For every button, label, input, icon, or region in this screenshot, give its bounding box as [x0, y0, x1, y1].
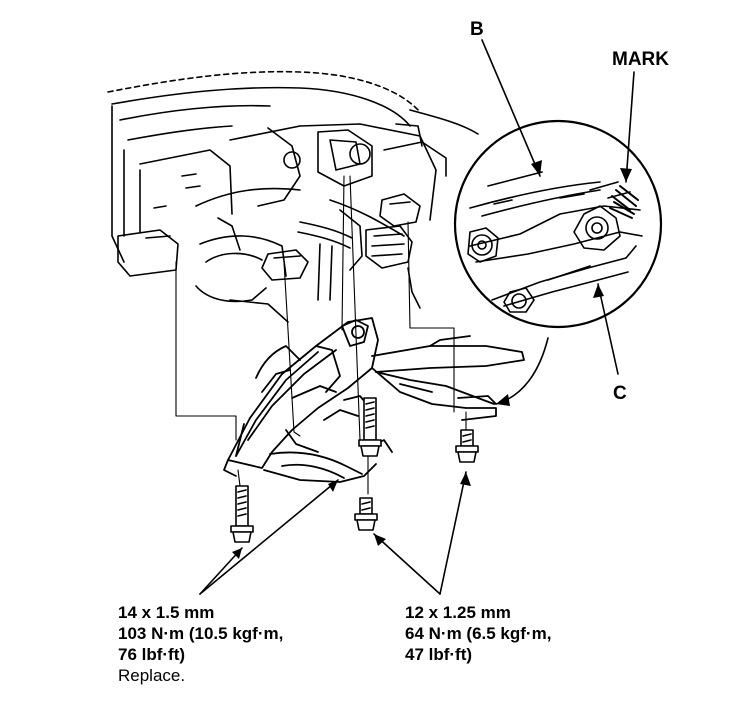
alignment-lines [175, 175, 467, 495]
bolt-center-14mm [358, 397, 382, 457]
spec-left-note: Replace. [118, 666, 186, 685]
spec-left-size: 14 x 1.5 mm [118, 603, 215, 622]
arrowhead-bolt-center [374, 534, 386, 546]
callout-b: B [470, 19, 484, 40]
arrowhead-bolt-right [460, 472, 471, 486]
spec-right-torque-nm: 64 N·m (6.5 kgf·m, [405, 624, 552, 643]
arrowhead-subframe-left [328, 480, 338, 492]
arrowhead-bolt-left [232, 548, 242, 559]
bolt-center-12mm [354, 497, 378, 531]
spec-left-torque-nm: 103 N·m (10.5 kgf·m, [118, 624, 284, 643]
spec-right: 12 x 1.25 mm 64 N·m (6.5 kgf·m, 47 lbf·f… [405, 602, 551, 665]
arrowheads [232, 160, 632, 559]
callout-mark: MARK [612, 49, 669, 70]
arrowhead-b [531, 160, 542, 176]
leader-lines [199, 39, 635, 595]
bolt-left-14mm [230, 485, 254, 543]
detail-view [453, 119, 663, 329]
spec-left-torque-lbf: 76 lbf·ft) [118, 645, 186, 664]
arrowhead-mark [620, 168, 632, 182]
arrowhead-detail [496, 394, 510, 406]
bolt-right-12mm [455, 429, 479, 463]
spec-right-size: 12 x 1.25 mm [405, 603, 511, 622]
spec-right-torque-lbf: 47 lbf·ft) [405, 645, 473, 664]
callout-c: C [613, 383, 627, 404]
spec-left: 14 x 1.5 mm 103 N·m (10.5 kgf·m, 76 lbf·… [118, 602, 283, 686]
vehicle-underbody [107, 70, 479, 323]
arrowhead-c [593, 284, 604, 298]
